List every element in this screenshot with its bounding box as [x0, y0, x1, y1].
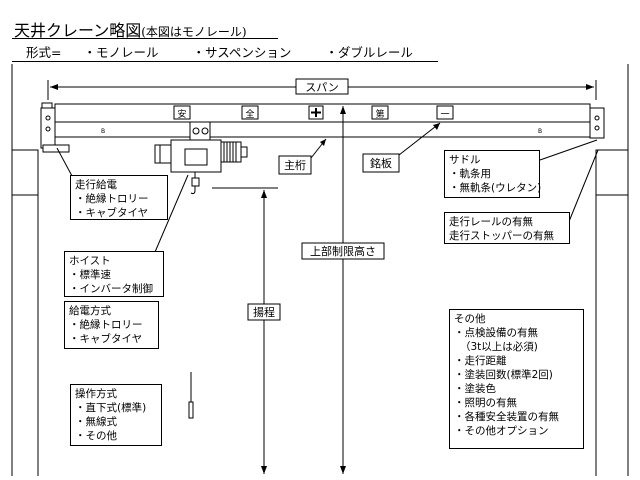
left-saddle-top	[41, 102, 53, 109]
trolley-wheel-1	[192, 127, 200, 135]
span-label: スパン	[305, 81, 339, 94]
span-label-box	[295, 78, 349, 95]
hoist-title: ホイスト	[69, 255, 111, 267]
operation-item-2: ・無線式	[75, 416, 117, 428]
other-item-8: ・その他オプション	[454, 425, 549, 437]
operation-item-3: ・その他	[75, 430, 117, 442]
operation-title: 操作方式	[75, 388, 117, 400]
type-label: 形式=	[26, 45, 62, 60]
plate-char-1: 安	[177, 108, 186, 120]
saddle-leader	[539, 139, 598, 161]
travel-power-item-2: ・キャブタイヤ	[75, 207, 149, 219]
types-underline	[12, 61, 438, 62]
other-item-1: ・点検設備の有無	[454, 327, 538, 339]
lift-label: 揚程	[253, 306, 275, 319]
hook	[190, 186, 196, 195]
travel-power-box: 走行給電 ・絶縁トロリー ・キャブタイヤ	[70, 175, 168, 220]
feed-item-2: ・キャブタイヤ	[69, 333, 143, 345]
other-item-7: ・各種安全装置の有無	[454, 411, 559, 423]
feed-item-1: ・絶縁トロリー	[69, 319, 143, 331]
left-saddle	[40, 107, 56, 149]
diagram-title: 天井クレーン略図(本図はモノレール)	[14, 17, 247, 41]
hoist-gearbox	[154, 144, 172, 164]
plate-4	[436, 105, 454, 120]
left-runway-beam	[11, 149, 39, 196]
plate-char-3: 第	[375, 108, 384, 120]
hoist-drum-inner	[184, 148, 208, 166]
title-main: 天井クレーン略図	[14, 21, 142, 40]
plate-1	[173, 105, 191, 120]
plate-char-2: 全	[245, 108, 254, 120]
travel-power-item-1: ・絶縁トロリー	[75, 193, 149, 205]
main-girder-leader-arrow	[320, 139, 326, 146]
girder-mark-right: B	[538, 128, 542, 135]
left-collector	[42, 144, 70, 153]
right-saddle-wheel-2	[594, 125, 600, 131]
type-list: 形式= ・モノレール ・サスペンション ・ダブルレール	[26, 42, 443, 61]
title-sub: (本図はモノレール)	[141, 25, 247, 39]
pendant-switch	[188, 401, 194, 419]
type-monorail: ・モノレール	[83, 45, 159, 60]
other-item-5: ・塗装色	[454, 383, 496, 395]
right-saddle-wheel-1	[594, 115, 600, 121]
girder-mark-left: B	[101, 128, 105, 135]
upper-limit-box	[301, 242, 385, 260]
travel-power-title: 走行給電	[75, 179, 117, 191]
plate-char-4: 一	[440, 110, 449, 120]
operation-box: 操作方式 ・直下式(標準) ・無線式 ・その他	[70, 384, 162, 446]
hoist-item-2: ・インバータ制御	[69, 283, 153, 295]
upper-limit-label: 上部制限高さ	[310, 244, 376, 258]
lift-arrow-top	[261, 190, 267, 198]
main-girder-label: 主桁	[284, 158, 306, 172]
type-suspension: ・サスペンション	[192, 45, 292, 60]
lift-box	[247, 303, 281, 321]
hoist-item-1: ・標準速	[69, 269, 111, 281]
other-item-2: （3t以上は必須)	[460, 341, 538, 353]
span-arrow-left	[50, 84, 58, 90]
other-item-6: ・照明の有無	[454, 397, 517, 409]
travel-power-leader	[56, 147, 73, 177]
main-girder-box	[278, 155, 312, 175]
rail-item-1: 走行レールの有無	[449, 216, 533, 228]
nameplate-leader-arrow	[433, 123, 440, 130]
saddle-item-2: ・無軌条(ウレタン)	[449, 182, 542, 194]
right-saddle	[589, 107, 605, 139]
nameplate-box	[362, 153, 400, 173]
safety-plates	[173, 105, 454, 120]
title-underline	[12, 38, 278, 39]
trolley-wheel-2	[201, 127, 209, 135]
plate-2	[241, 105, 259, 120]
type-double-rail: ・ダブルレール	[325, 45, 413, 60]
feed-box: 給電方式 ・絶縁トロリー ・キャブタイヤ	[64, 301, 159, 349]
hook-block	[191, 177, 200, 187]
saddle-box: サドル ・軌条用 ・無軌条(ウレタン)	[444, 150, 542, 198]
left-saddle-wheel-1	[45, 115, 51, 121]
nameplate-label: 銘板	[370, 156, 392, 170]
rail-item-2: 走行ストッパーの有無	[449, 230, 554, 242]
saddle-title: サドル	[449, 154, 481, 166]
plate-3	[371, 105, 389, 120]
other-item-3: ・走行距離	[454, 355, 507, 367]
upper-limit-arrow-top	[340, 106, 346, 114]
rail-box: 走行レールの有無 走行ストッパーの有無	[444, 212, 570, 244]
other-item-4: ・塗装回数(標準2回)	[454, 369, 553, 381]
nameplate-leader	[398, 122, 441, 156]
span-arrow-right	[586, 84, 594, 90]
rail-leader	[567, 149, 599, 225]
hoist-motor-end	[240, 146, 248, 158]
other-box: その他 ・点検設備の有無 （3t以上は必須) ・走行距離 ・塗装回数(標準2回)…	[449, 309, 584, 449]
hoist-leader	[154, 174, 189, 253]
lift-arrow-bottom	[261, 466, 267, 474]
main-girder-flange	[54, 121, 591, 138]
feed-title: 給電方式	[69, 305, 111, 317]
upper-limit-arrow-bottom	[340, 466, 346, 474]
left-saddle-wheel-2	[45, 126, 51, 132]
other-title: その他	[454, 313, 486, 325]
operation-item-1: ・直下式(標準)	[75, 402, 147, 414]
saddle-item-1: ・軌条用	[449, 168, 491, 180]
right-runway-beam	[595, 149, 629, 196]
hoist-box: ホイスト ・標準速 ・インバータ制御	[64, 251, 164, 297]
